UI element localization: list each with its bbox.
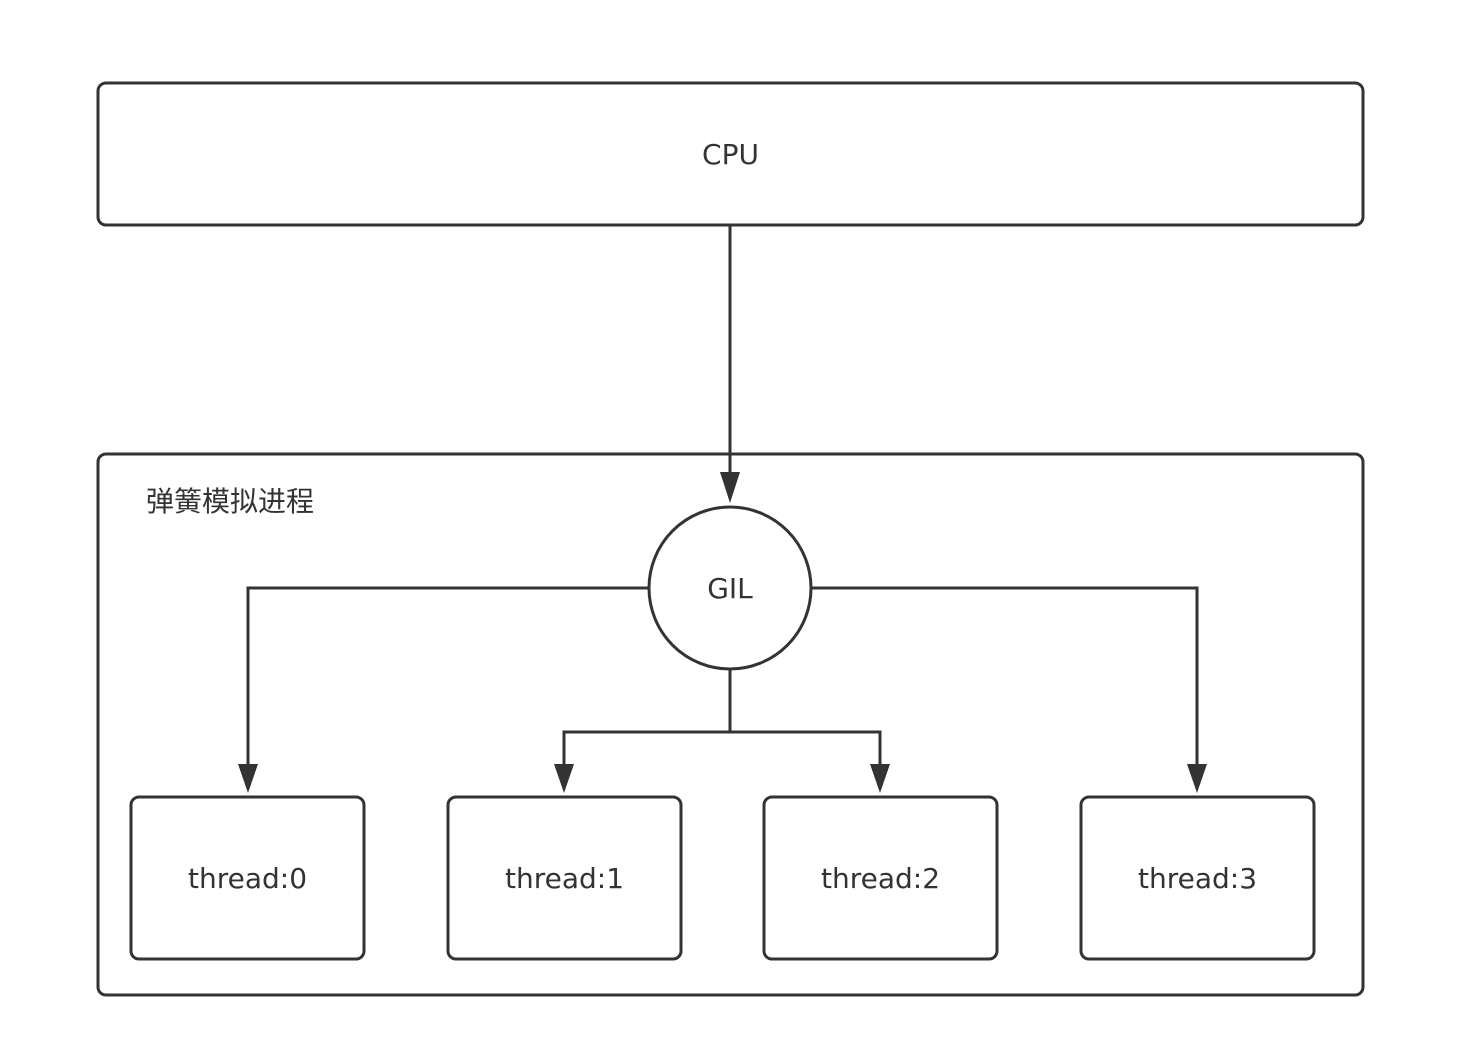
thread-3-box — [1079, 795, 1316, 961]
gil-to-thread-0-connector — [246, 586, 649, 768]
gil-to-thread-2-connector — [730, 730, 882, 768]
thread-2-label: thread:2 — [820, 861, 941, 895]
thread-1-box — [446, 795, 683, 961]
cpu-to-gil-arrowhead — [720, 472, 740, 503]
thread-1-label: thread:1 — [504, 861, 625, 895]
gil-to-thread-2-arrowhead — [870, 764, 890, 793]
thread-0-box — [129, 795, 366, 961]
gil-label: GIL — [707, 571, 753, 605]
thread-2-box — [762, 795, 999, 961]
gil-to-thread-3-connector — [811, 586, 1199, 768]
cpu-label: CPU — [702, 137, 759, 171]
gil-to-thread-0-arrowhead — [238, 764, 258, 793]
thread-0-label: thread:0 — [187, 861, 308, 895]
gil-to-thread-1-connector — [562, 730, 730, 768]
gil-to-thread-1-arrowhead — [554, 764, 574, 793]
thread-3-label: thread:3 — [1137, 861, 1258, 895]
process-label: 弹簧模拟进程 — [146, 485, 315, 518]
gil-to-thread-3-arrowhead — [1187, 764, 1207, 793]
